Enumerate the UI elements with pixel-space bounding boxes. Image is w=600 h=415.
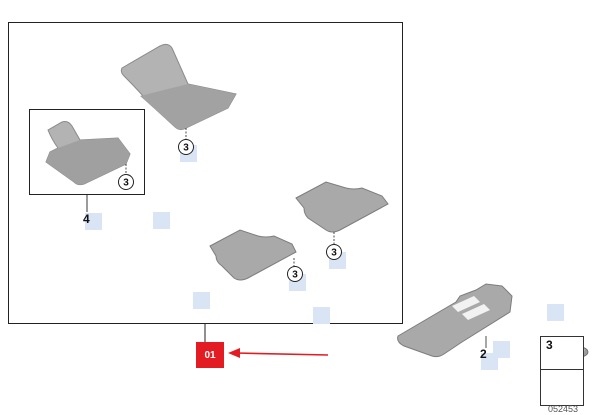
ghost-square [313, 307, 330, 324]
inset-frame [29, 109, 145, 195]
inset-mat [45, 121, 131, 186]
ghost-square [547, 304, 564, 321]
rear-mat-item-number: 2 [480, 347, 487, 361]
kit-badge[interactable]: 01 [196, 342, 224, 368]
svg-text:3: 3 [292, 270, 298, 281]
ghost-square [481, 353, 498, 370]
callout-inset[interactable]: 3 [118, 174, 134, 190]
legend-box [540, 336, 584, 406]
rear-bench-mat [397, 283, 513, 358]
svg-text:3: 3 [183, 143, 189, 154]
callout-rear-left[interactable]: 3 [287, 266, 303, 282]
callout-front-left[interactable]: 3 [178, 139, 194, 155]
inset-item-number: 4 [83, 212, 90, 226]
red-arrow [228, 348, 329, 358]
front-left-mat [120, 43, 237, 131]
legend-divider [540, 369, 584, 370]
callout-front-right[interactable]: 3 [326, 244, 342, 260]
ghost-square [193, 292, 210, 309]
kit-frame [8, 22, 403, 324]
legend-item-number: 3 [546, 338, 553, 352]
rear-left-mat [209, 229, 297, 281]
ghost-square [153, 212, 170, 229]
drawing-number: 052453 [548, 404, 579, 414]
front-right-mat [295, 181, 389, 233]
ghost-square [85, 213, 102, 230]
svg-text:3: 3 [123, 178, 129, 189]
svg-text:3: 3 [331, 248, 337, 259]
